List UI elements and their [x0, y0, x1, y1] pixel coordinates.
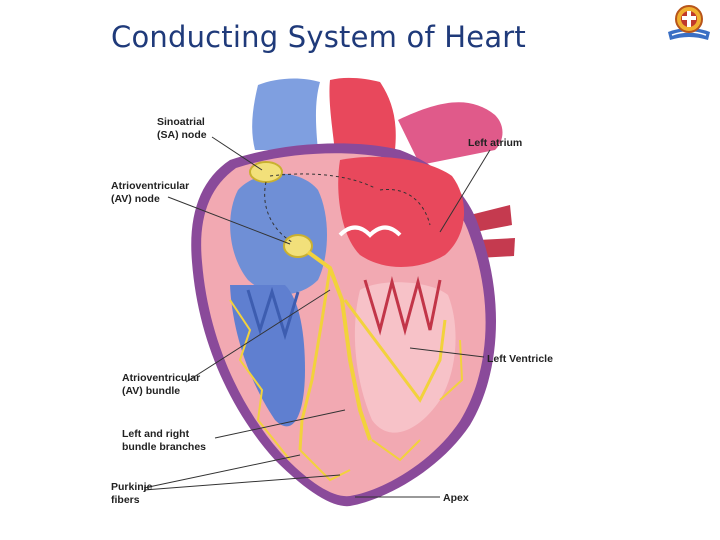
leader-av-bundle	[185, 289, 331, 383]
aorta	[329, 77, 396, 152]
left-bundle-branch	[343, 299, 447, 403]
leader-left-ventricle	[409, 347, 485, 358]
leader-purkinje-2	[143, 474, 341, 491]
label-bundle-branches: Left and right bundle branches	[122, 428, 207, 453]
av-bundle	[306, 250, 372, 441]
right-bundle-branch	[298, 267, 332, 451]
aortic-valve	[338, 225, 402, 238]
leader-left-atrium	[439, 149, 491, 233]
left-ventricle-chamber	[354, 282, 456, 433]
av-node	[283, 234, 313, 258]
emblem-logo-icon	[668, 5, 710, 40]
pulmonary-vein-right	[470, 205, 512, 232]
mitral-valve	[363, 276, 442, 336]
purkinje-fibers	[229, 299, 464, 482]
leader-purkinje-1	[143, 454, 301, 489]
left-atrium-chamber	[338, 156, 465, 268]
tricuspid-valve	[246, 286, 300, 341]
label-apex: Apex	[443, 492, 469, 504]
label-left-atrium: Left atrium	[468, 137, 523, 149]
pulmonary-artery	[398, 102, 503, 165]
leader-av	[167, 196, 291, 245]
pulmonary-vein-right-2	[478, 238, 515, 258]
superior-vena-cava	[252, 78, 320, 150]
label-left-ventricle: Left Ventricle	[487, 353, 553, 365]
label-purkinje: Purkinje fibers	[111, 481, 153, 506]
label-av-node: Atrioventricular (AV) node	[111, 180, 190, 205]
leader-sa	[211, 136, 263, 171]
label-sa-node: Sinoatrial (SA) node	[157, 116, 207, 141]
right-ventricle	[230, 285, 305, 427]
impulse-path-dotted	[264, 173, 431, 243]
label-av-bundle: Atrioventricular (AV) bundle	[122, 372, 201, 397]
page-title: Conducting System of Heart	[111, 20, 526, 54]
leader-bundle-branches	[214, 409, 346, 439]
right-atrium	[230, 173, 327, 295]
